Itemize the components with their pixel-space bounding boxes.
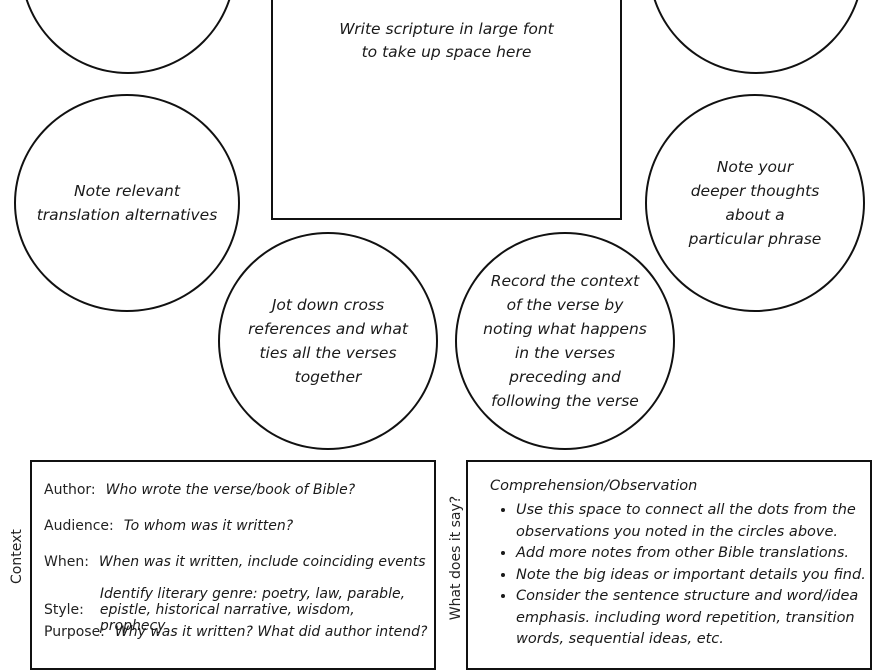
- context-value: Identify literary genre: poetry, law, pa…: [99, 586, 406, 634]
- context-key: Author:: [44, 482, 96, 498]
- scripture-box: Write scripture in large font to take up…: [271, 0, 622, 220]
- context-side-label: Context: [9, 529, 25, 584]
- context-row-author: Author: Who wrote the verse/book of Bibl…: [44, 482, 355, 498]
- context-value: To whom was it written?: [123, 518, 294, 534]
- context-key: Style:: [44, 602, 84, 618]
- observation-list: Use this space to connect all the dots f…: [496, 500, 866, 651]
- cross-references-circle: Jot down cross references and what ties …: [218, 232, 438, 450]
- observation-panel: Comprehension/Observation Use this space…: [466, 460, 872, 670]
- list-item: Consider the sentence structure and word…: [516, 586, 866, 651]
- context-row-when: When: When was it written, include coinc…: [44, 554, 426, 570]
- list-item: Add more notes from other Bible translat…: [516, 543, 866, 565]
- top-right-circle: [648, 0, 864, 74]
- phrase-circle-text: Note your deeper thoughts about a partic…: [688, 158, 822, 248]
- what-does-it-say-label: What does it say?: [448, 495, 464, 621]
- top-left-circle: [20, 0, 236, 74]
- context-value: When was it written, include coinciding …: [98, 554, 426, 570]
- context-row-audience: Audience: To whom was it written?: [44, 518, 293, 534]
- scripture-line-2: to take up space here: [361, 43, 532, 61]
- context-key: Purpose:: [44, 624, 105, 640]
- context-value: Who wrote the verse/book of Bible?: [105, 482, 356, 498]
- list-item: Use this space to connect all the dots f…: [516, 500, 866, 543]
- list-item: Note the big ideas or important details …: [516, 565, 866, 587]
- translation-circle-text: Note relevant translation alternatives: [36, 182, 218, 224]
- context-row-style: Style: Identify literary genre: poetry, …: [44, 586, 410, 634]
- context-key: When:: [44, 554, 89, 570]
- context-panel: Author: Who wrote the verse/book of Bibl…: [30, 460, 436, 670]
- translation-circle: Note relevant translation alternatives: [14, 94, 240, 312]
- context-value: Why was it written? What did author inte…: [114, 624, 428, 640]
- context-key: Audience:: [44, 518, 114, 534]
- cross-references-circle-text: Jot down cross references and what ties …: [248, 296, 408, 386]
- phrase-circle: Note your deeper thoughts about a partic…: [645, 94, 865, 312]
- verse-context-circle: Record the context of the verse by notin…: [455, 232, 675, 450]
- context-row-purpose: Purpose: Why was it written? What did au…: [44, 624, 427, 640]
- observation-title: Comprehension/Observation: [490, 478, 698, 494]
- scripture-line-1: Write scripture in large font: [339, 20, 554, 38]
- verse-context-circle-text: Record the context of the verse by notin…: [483, 272, 647, 410]
